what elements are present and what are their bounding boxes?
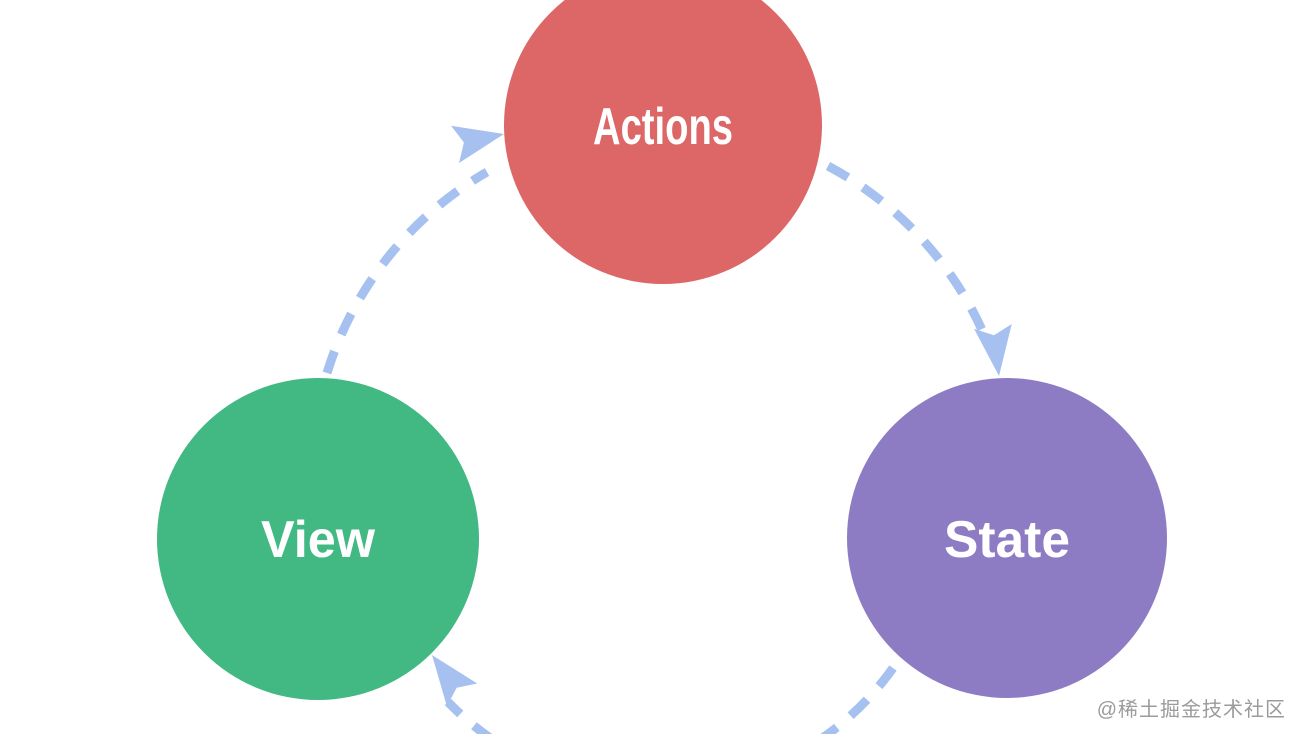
edge-state-to-view xyxy=(432,655,897,734)
node-state-label: State xyxy=(944,511,1070,569)
arrowhead-to-state-icon xyxy=(974,324,1012,376)
edge-view-to-actions-dashes xyxy=(322,168,490,375)
watermark: @稀土掘金技术社区 xyxy=(1096,699,1286,721)
node-actions-circle xyxy=(504,0,822,284)
node-state-circle xyxy=(847,378,1167,698)
edge-actions-to-state-dashes xyxy=(825,162,991,341)
node-state: State xyxy=(847,378,1167,698)
edge-state-to-view-dashes xyxy=(444,665,897,734)
node-view: View xyxy=(157,378,479,700)
arrowhead-to-actions-icon xyxy=(451,125,504,163)
node-view-label: View xyxy=(261,511,376,569)
arrowhead-to-view-icon xyxy=(432,655,478,707)
node-view-circle xyxy=(157,378,479,700)
edge-view-to-actions xyxy=(322,125,504,375)
node-actions: Actions xyxy=(504,0,822,284)
edge-actions-to-state xyxy=(825,162,1012,376)
node-actions-label: Actions xyxy=(593,98,733,156)
